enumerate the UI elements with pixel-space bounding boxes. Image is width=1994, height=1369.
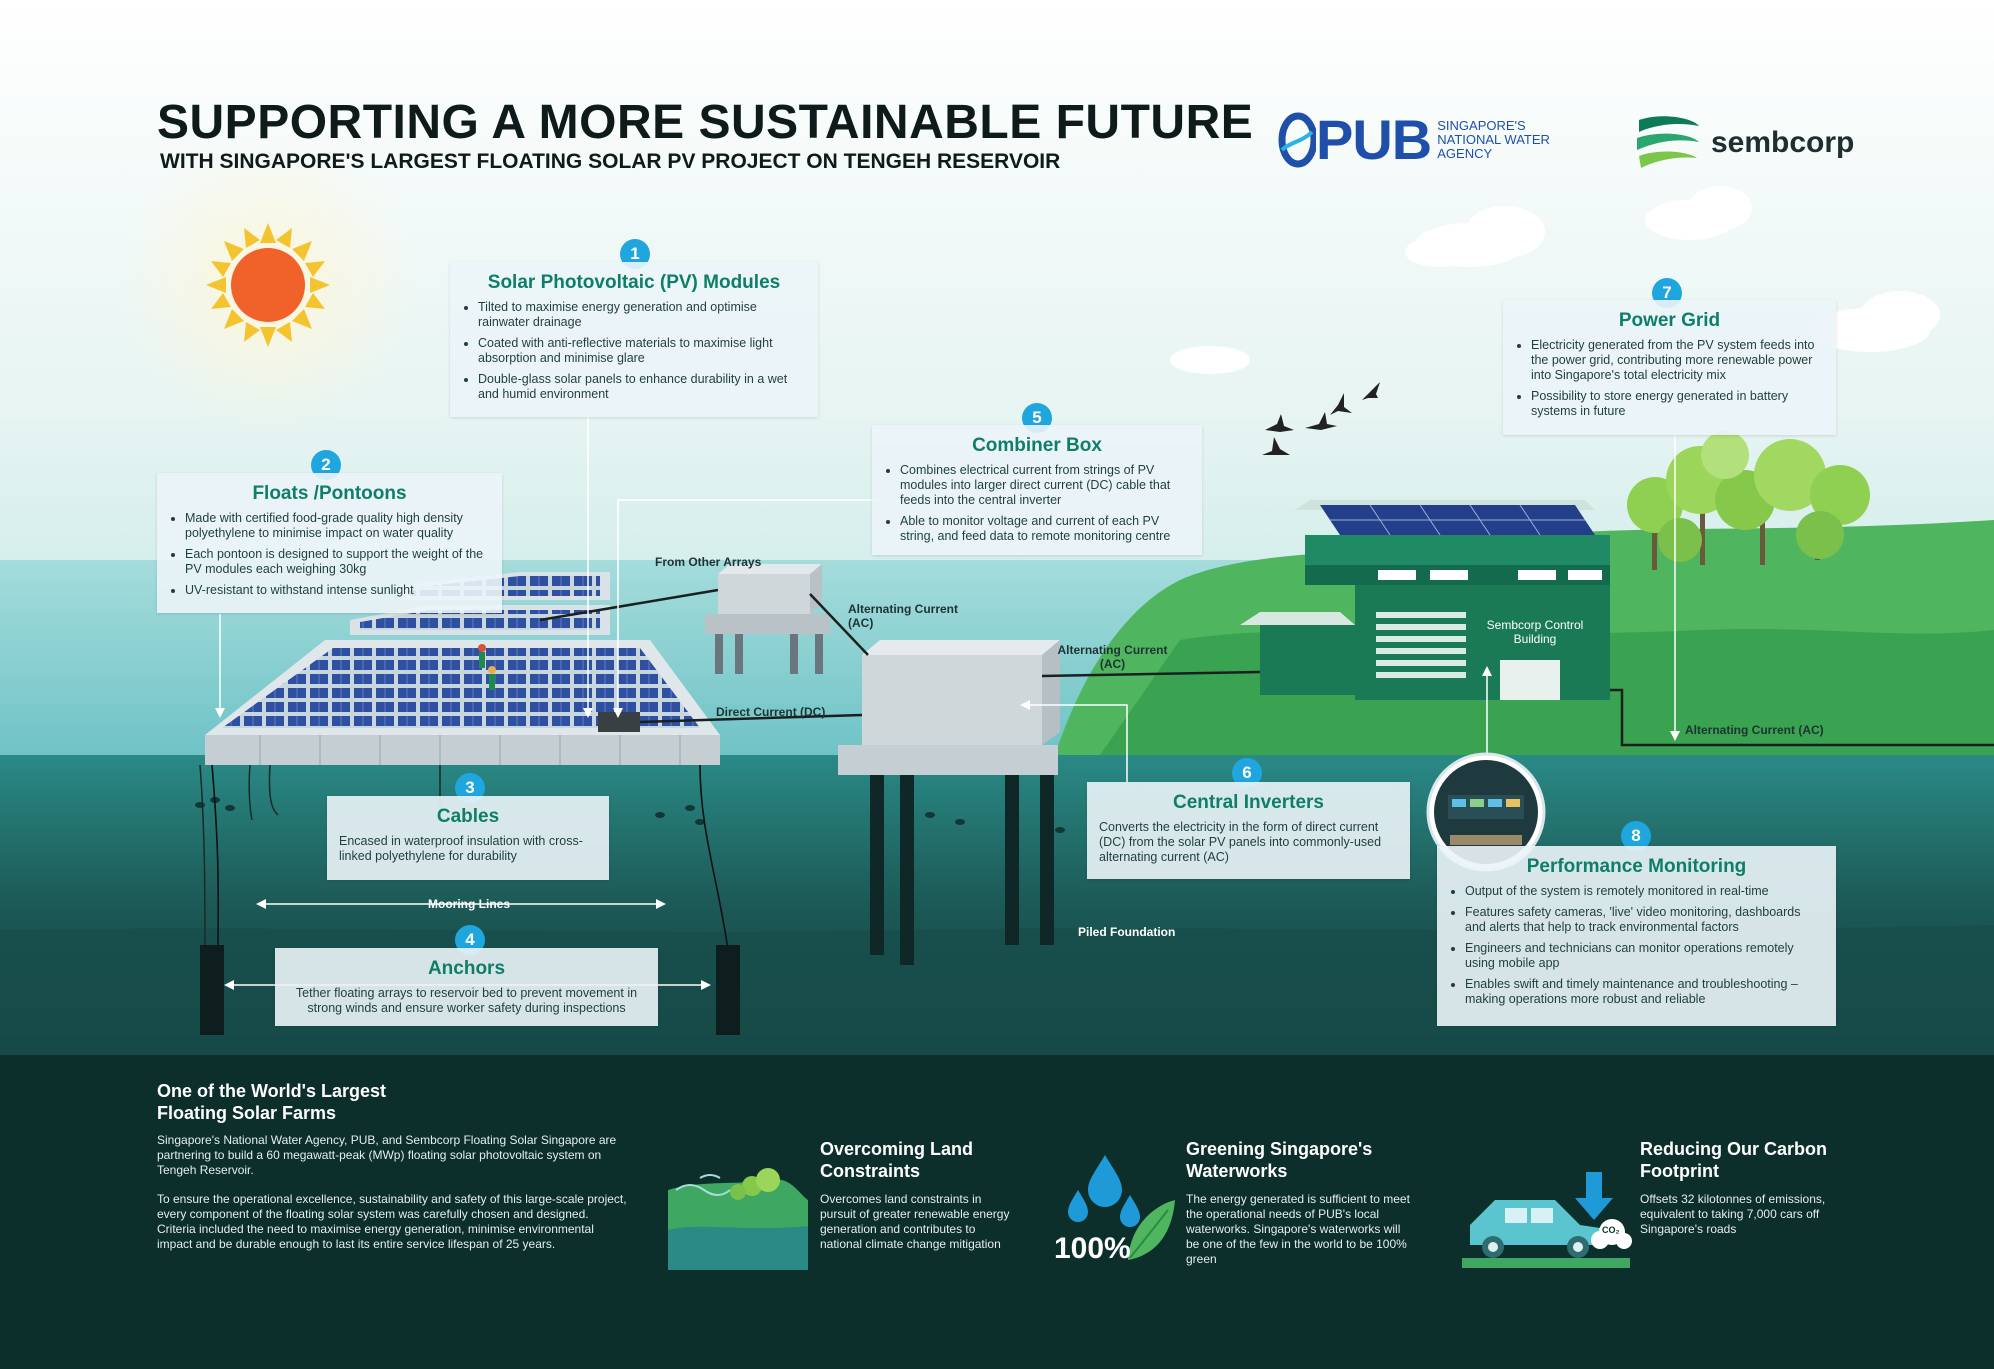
monitoring-screen-illustration bbox=[1426, 752, 1546, 872]
label-piled-foundation: Piled Foundation bbox=[1078, 925, 1176, 939]
callout-item: UV-resistant to withstand intense sunlig… bbox=[185, 583, 490, 598]
callout-title: Anchors bbox=[427, 958, 506, 979]
greening-block: Greening Singapore's Waterworks The ener… bbox=[1186, 1138, 1411, 1267]
callout-item: Electricity generated from the PV system… bbox=[1531, 338, 1824, 383]
callout-item: Engineers and technicians can monitor op… bbox=[1465, 941, 1824, 971]
callout-item: Coated with anti-reflective materials to… bbox=[478, 336, 806, 366]
callout-floats-pontoons: Floats /Pontoons Made with certified foo… bbox=[157, 473, 502, 613]
label-mooring-lines: Mooring Lines bbox=[428, 897, 510, 911]
callout-item: Enables swift and timely maintenance and… bbox=[1465, 977, 1824, 1007]
callout-item: Tilted to maximise energy generation and… bbox=[478, 300, 806, 330]
callout-title: Floats /Pontoons bbox=[252, 483, 407, 504]
sembcorp-logo: sembcorp bbox=[1633, 112, 1854, 174]
carbon-text: Offsets 32 kilotonnes of emissions, equi… bbox=[1640, 1192, 1826, 1236]
callout-title: Power Grid bbox=[1618, 310, 1721, 331]
carbon-block: Reducing Our Carbon Footprint Offsets 32… bbox=[1640, 1138, 1840, 1237]
pub-swirl-icon bbox=[1278, 112, 1316, 168]
anchor-left bbox=[200, 945, 224, 1035]
arrow-heads bbox=[215, 666, 1680, 990]
control-building bbox=[1240, 500, 1610, 700]
callout-text: Tether floating arrays to reservoir bed … bbox=[295, 986, 638, 1015]
label-alternating-current-3: Alternating Current (AC) bbox=[1685, 723, 1824, 737]
land-title: Overcoming Land Constraints bbox=[820, 1139, 974, 1181]
co2-label: CO₂ bbox=[1602, 1225, 1620, 1235]
intro-paragraph-2: To ensure the operational excellence, su… bbox=[157, 1192, 627, 1251]
callout-list: Electricity generated from the PV system… bbox=[1515, 338, 1824, 419]
callout-title: Solar Photovoltaic (PV) Modules bbox=[487, 272, 781, 293]
callout-text: Encased in waterproof insulation with cr… bbox=[339, 834, 583, 863]
callout-solar-pv-modules: Solar Photovoltaic (PV) Modules Tilted t… bbox=[450, 262, 818, 417]
land-text: Overcomes land constraints in pursuit of… bbox=[820, 1192, 1010, 1251]
callout-power-grid: Power Grid Electricity generated from th… bbox=[1503, 300, 1836, 435]
page-title: SUPPORTING A MORE SUSTAINABLE FUTURE bbox=[157, 96, 1254, 149]
callout-item: Possibility to store energy generated in… bbox=[1531, 389, 1824, 419]
greening-text: The energy generated is sufficient to me… bbox=[1186, 1192, 1410, 1266]
callout-list: Combines electrical current from strings… bbox=[884, 463, 1190, 544]
pub-wordmark: PUB bbox=[1316, 108, 1432, 171]
callout-item: Able to monitor voltage and current of e… bbox=[900, 514, 1190, 544]
callout-combiner-box: Combiner Box Combines electrical current… bbox=[872, 425, 1202, 555]
intro-paragraph-1: Singapore's National Water Agency, PUB, … bbox=[157, 1133, 617, 1177]
underwater-cables bbox=[199, 764, 441, 951]
water-drop-icon bbox=[1068, 1155, 1140, 1227]
callout-title: Central Inverters bbox=[1172, 792, 1324, 813]
tree-icon bbox=[1627, 431, 1870, 570]
greening-title: Greening Singapore's Waterworks bbox=[1186, 1139, 1373, 1181]
central-inverter-platform bbox=[838, 640, 1060, 965]
callout-item: Combines electrical current from strings… bbox=[900, 463, 1190, 508]
land-constraints-block: Overcoming Land Constraints Overcomes la… bbox=[820, 1138, 1020, 1252]
callout-title: Cables bbox=[436, 806, 500, 827]
car-icon bbox=[1462, 1200, 1630, 1268]
rooftop-solar-panels bbox=[1320, 504, 1595, 536]
green-stat: 100% bbox=[1054, 1232, 1131, 1265]
combiner-box bbox=[598, 712, 640, 732]
label-alternating-current-1: Alternating Current (AC) bbox=[848, 602, 959, 630]
callout-anchors: Anchors Tether floating arrays to reserv… bbox=[275, 948, 658, 1026]
sembcorp-mark-icon bbox=[1637, 116, 1699, 168]
callout-item: Features safety cameras, 'live' video mo… bbox=[1465, 905, 1824, 935]
sembcorp-wordmark: sembcorp bbox=[1711, 126, 1855, 159]
small-inverter-platform bbox=[705, 564, 830, 674]
intro-title: One of the World's Largest Floating Sola… bbox=[157, 1081, 386, 1123]
pub-tagline: SINGAPORE'S NATIONAL WATER AGENCY bbox=[1437, 118, 1550, 161]
leaf-icon bbox=[1128, 1200, 1175, 1260]
callout-item: Output of the system is remotely monitor… bbox=[1465, 884, 1824, 899]
callout-central-inverters: Central Inverters Converts the electrici… bbox=[1087, 782, 1410, 879]
co2-cloud-icon bbox=[1591, 1219, 1632, 1249]
anchor-right bbox=[716, 945, 740, 1035]
page-subtitle: WITH SINGAPORE'S LARGEST FLOATING SOLAR … bbox=[160, 150, 1061, 173]
callout-title: Performance Monitoring bbox=[1526, 856, 1747, 877]
label-from-other-arrays: From Other Arrays bbox=[655, 555, 762, 569]
carbon-title: Reducing Our Carbon Footprint bbox=[1640, 1139, 1828, 1181]
callout-list: Tilted to maximise energy generation and… bbox=[462, 300, 806, 402]
monitor-screen-icon bbox=[1448, 795, 1524, 845]
callout-text: Converts the electricity in the form of … bbox=[1099, 820, 1382, 864]
sun-icon bbox=[206, 223, 330, 347]
down-arrow-icon bbox=[1575, 1172, 1613, 1220]
callout-list: Output of the system is remotely monitor… bbox=[1449, 884, 1824, 1007]
callout-item: Each pontoon is designed to support the … bbox=[185, 547, 490, 577]
callout-performance-monitoring: Performance Monitoring Output of the sys… bbox=[1437, 846, 1836, 1026]
label-control-building: Sembcorp Control Building bbox=[1486, 618, 1584, 646]
label-direct-current: Direct Current (DC) bbox=[716, 705, 826, 719]
bottom-band bbox=[0, 1055, 1994, 1369]
callout-item: Made with certified food-grade quality h… bbox=[185, 511, 490, 541]
mooring-lines bbox=[211, 764, 729, 951]
bird-icon bbox=[1262, 382, 1380, 455]
cloud-icon bbox=[1170, 186, 1940, 374]
pub-logo: PUB SINGAPORE'S NATIONAL WATER AGENCY bbox=[1276, 112, 1555, 168]
callout-list: Made with certified food-grade quality h… bbox=[169, 511, 490, 598]
callout-title: Combiner Box bbox=[972, 435, 1102, 456]
landscape-icon bbox=[668, 1168, 808, 1270]
label-alternating-current-2: Alternating Current (AC) bbox=[1057, 643, 1168, 671]
callout-item: Double-glass solar panels to enhance dur… bbox=[478, 372, 806, 402]
callout-cables: Cables Encased in waterproof insulation … bbox=[327, 796, 609, 880]
